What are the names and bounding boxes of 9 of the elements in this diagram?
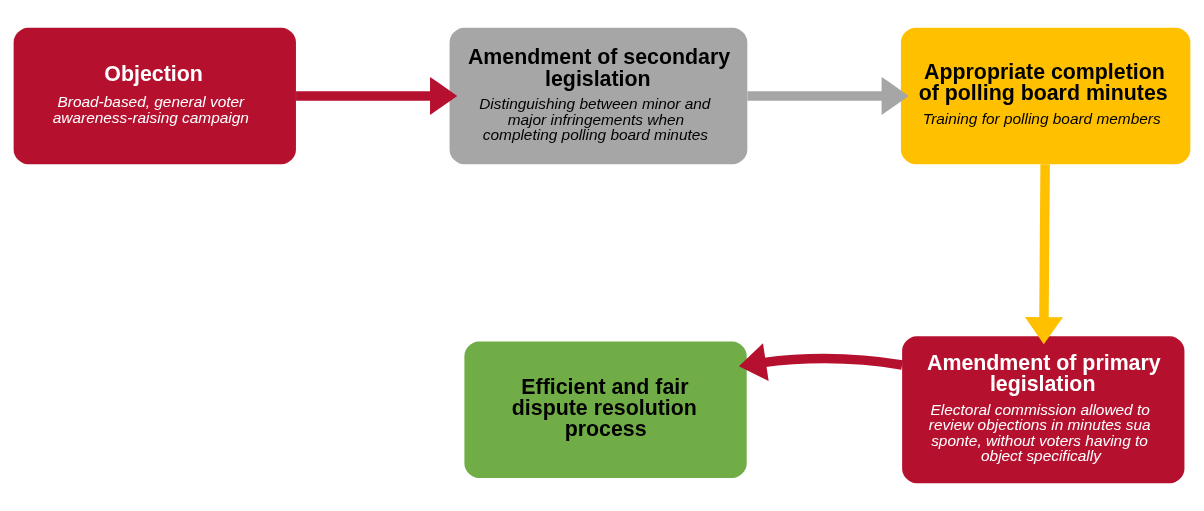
arrow	[747, 76, 909, 116]
arrow	[1024, 164, 1064, 345]
node-box: Efficient and fair dispute resolution process	[464, 341, 747, 478]
node-box: Amendment of primary legislation Electoral commission allowed to review objections in minutes sua sponte, without voters having to object specifically	[902, 336, 1185, 484]
arrow	[738, 343, 903, 381]
node-box: Appropriate completion of polling board minutes Training for polling board members	[900, 27, 1191, 165]
node-box: Objection Broad-based, general voter awareness-raising campaign	[13, 27, 296, 165]
node-box: Amendment of secondary legislation Distinguishing between minor and major infringements when completing polling board minutes	[449, 27, 748, 165]
arrow	[296, 76, 458, 116]
